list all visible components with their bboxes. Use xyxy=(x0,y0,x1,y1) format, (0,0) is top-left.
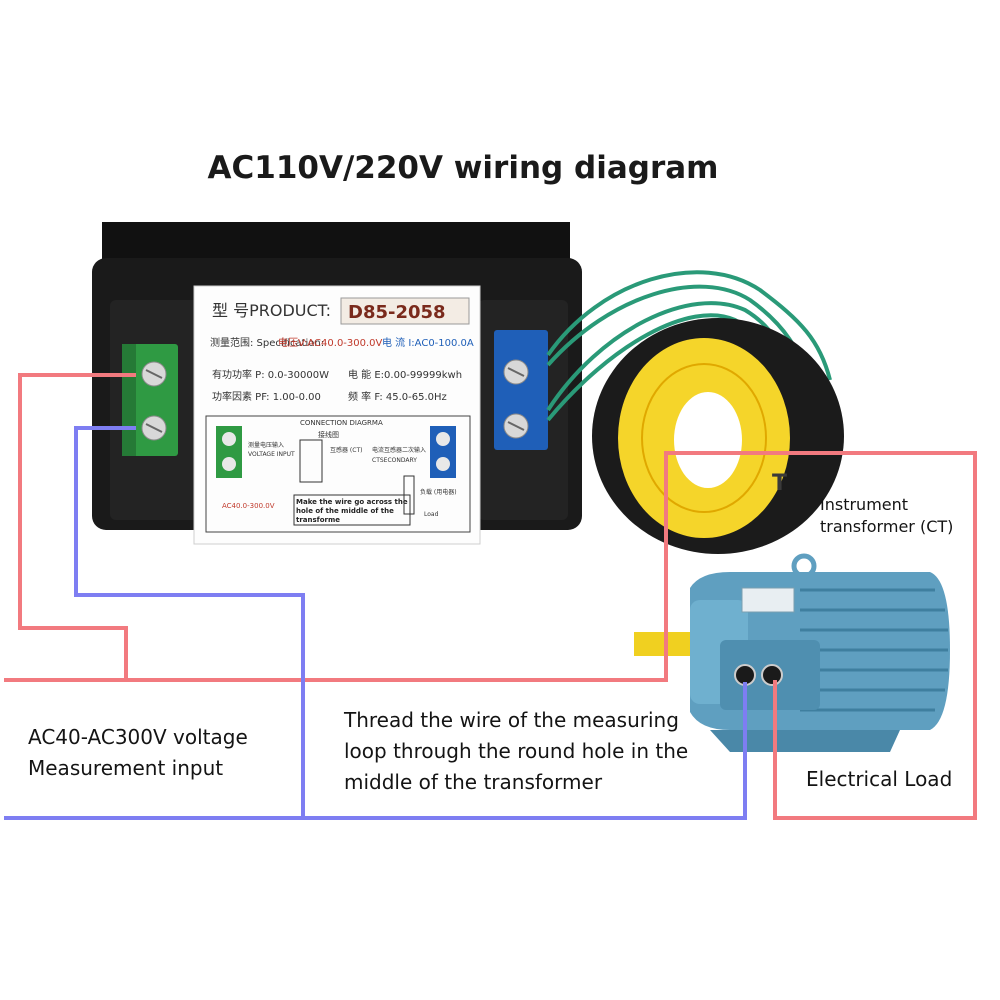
diagram-title: AC110V/220V wiring diagram xyxy=(207,150,719,186)
red-wire xyxy=(4,373,977,820)
model-number: D85-2058 xyxy=(348,302,446,323)
mini-screw-icon xyxy=(222,432,236,446)
load-label: Load xyxy=(424,511,439,518)
thread-caption-line: Thread the wire of the measuring xyxy=(344,708,679,732)
motor-shaft xyxy=(634,632,690,656)
mini-ct-box xyxy=(299,439,323,483)
thread-caption-line: middle of the transformer xyxy=(344,770,603,794)
motor-terminal-icon xyxy=(761,664,783,686)
voltage-input-cn: 测量电压输入 xyxy=(248,441,284,449)
ct-marking: T xyxy=(772,471,787,496)
load-caption: Electrical Load xyxy=(806,764,952,795)
thread-note: Make the wire go across the hole of the … xyxy=(296,498,408,524)
load-caption-text: Electrical Load xyxy=(806,767,953,791)
model-box xyxy=(340,297,470,325)
energy-row: 电 能 E:0.00-99999kwh xyxy=(348,368,462,381)
ct-terminal-block xyxy=(494,330,548,450)
blue-wire xyxy=(4,426,747,820)
screw-slot xyxy=(145,423,163,433)
ct-core-winding xyxy=(641,363,767,513)
thread-note-box xyxy=(293,494,411,526)
motor-fins xyxy=(800,588,948,712)
thread-caption-line: loop through the round hole in the xyxy=(344,739,689,763)
thread-caption: Thread the wire of the measuring loop th… xyxy=(344,705,688,798)
blue-wire-path xyxy=(74,426,305,818)
motor-nameplate xyxy=(741,587,795,613)
screw-slot xyxy=(145,369,163,379)
mini-screw-icon xyxy=(436,457,450,471)
mini-voltage-range: AC40.0-300.0V xyxy=(222,502,275,510)
motor-base xyxy=(710,730,900,752)
green-terminal-shade xyxy=(122,344,136,456)
current-transformer: T xyxy=(592,318,844,554)
voltage-input-label: VOLTAGE INPUT xyxy=(248,451,295,458)
pf-row: 功率因素 PF: 1.00-0.00 xyxy=(212,390,321,403)
voltage-input-caption-line: AC40-AC300V voltage xyxy=(28,725,248,749)
ct-caption: Instrument transformer (CT) xyxy=(820,494,953,538)
current-spec: 电 流 I:AC0-100.0A xyxy=(382,336,474,349)
voltage-terminal-block xyxy=(122,344,178,456)
motor-lifting-eye xyxy=(791,553,817,579)
mini-screw-icon xyxy=(436,432,450,446)
label-sticker xyxy=(193,285,481,545)
ct-caption-line: Instrument xyxy=(820,495,909,514)
mini-load-resistor xyxy=(403,475,415,515)
load-cn: 负载 (用电器) xyxy=(420,488,457,496)
voltage-input-caption-line: Measurement input xyxy=(28,756,224,780)
ct-secondary-label: CTSECONDARY xyxy=(372,457,417,464)
screw-slot xyxy=(507,421,525,431)
electric-motor xyxy=(634,553,950,752)
voltage-input-caption: AC40-AC300V voltage Measurement input xyxy=(28,722,248,784)
connection-diagram-box xyxy=(205,415,471,533)
spec-label: 测量范围: Specification: xyxy=(210,336,324,349)
mini-screw-icon xyxy=(222,457,236,471)
ct-lead xyxy=(546,270,832,381)
ct-center-hole xyxy=(674,392,742,488)
connection-subtitle: 接线图 xyxy=(318,430,339,439)
ct-caption-line: transformer (CT) xyxy=(820,517,954,536)
product-label: 型 号PRODUCT: xyxy=(212,301,331,320)
ct-secondary-cn: 电流互感器二次输入 xyxy=(372,446,426,454)
power-meter: 型 号PRODUCT: D85-2058 测量范围: Specification… xyxy=(92,222,582,545)
screw-slot xyxy=(507,367,525,377)
red-wire-path xyxy=(18,373,977,820)
ct-cn: 互感器 (CT) xyxy=(330,446,362,454)
connection-title: CONNECTION DIAGRMA xyxy=(300,419,383,427)
power-row: 有功功率 P: 0.0-30000W xyxy=(212,368,329,381)
freq-row: 频 率 F: 45.0-65.0Hz xyxy=(348,390,447,403)
blue-wire-return xyxy=(4,682,747,820)
meter-label: 型 号PRODUCT: D85-2058 测量范围: Specification… xyxy=(193,285,481,545)
voltage-spec: 电压V:AC40.0-300.0V xyxy=(278,336,383,349)
